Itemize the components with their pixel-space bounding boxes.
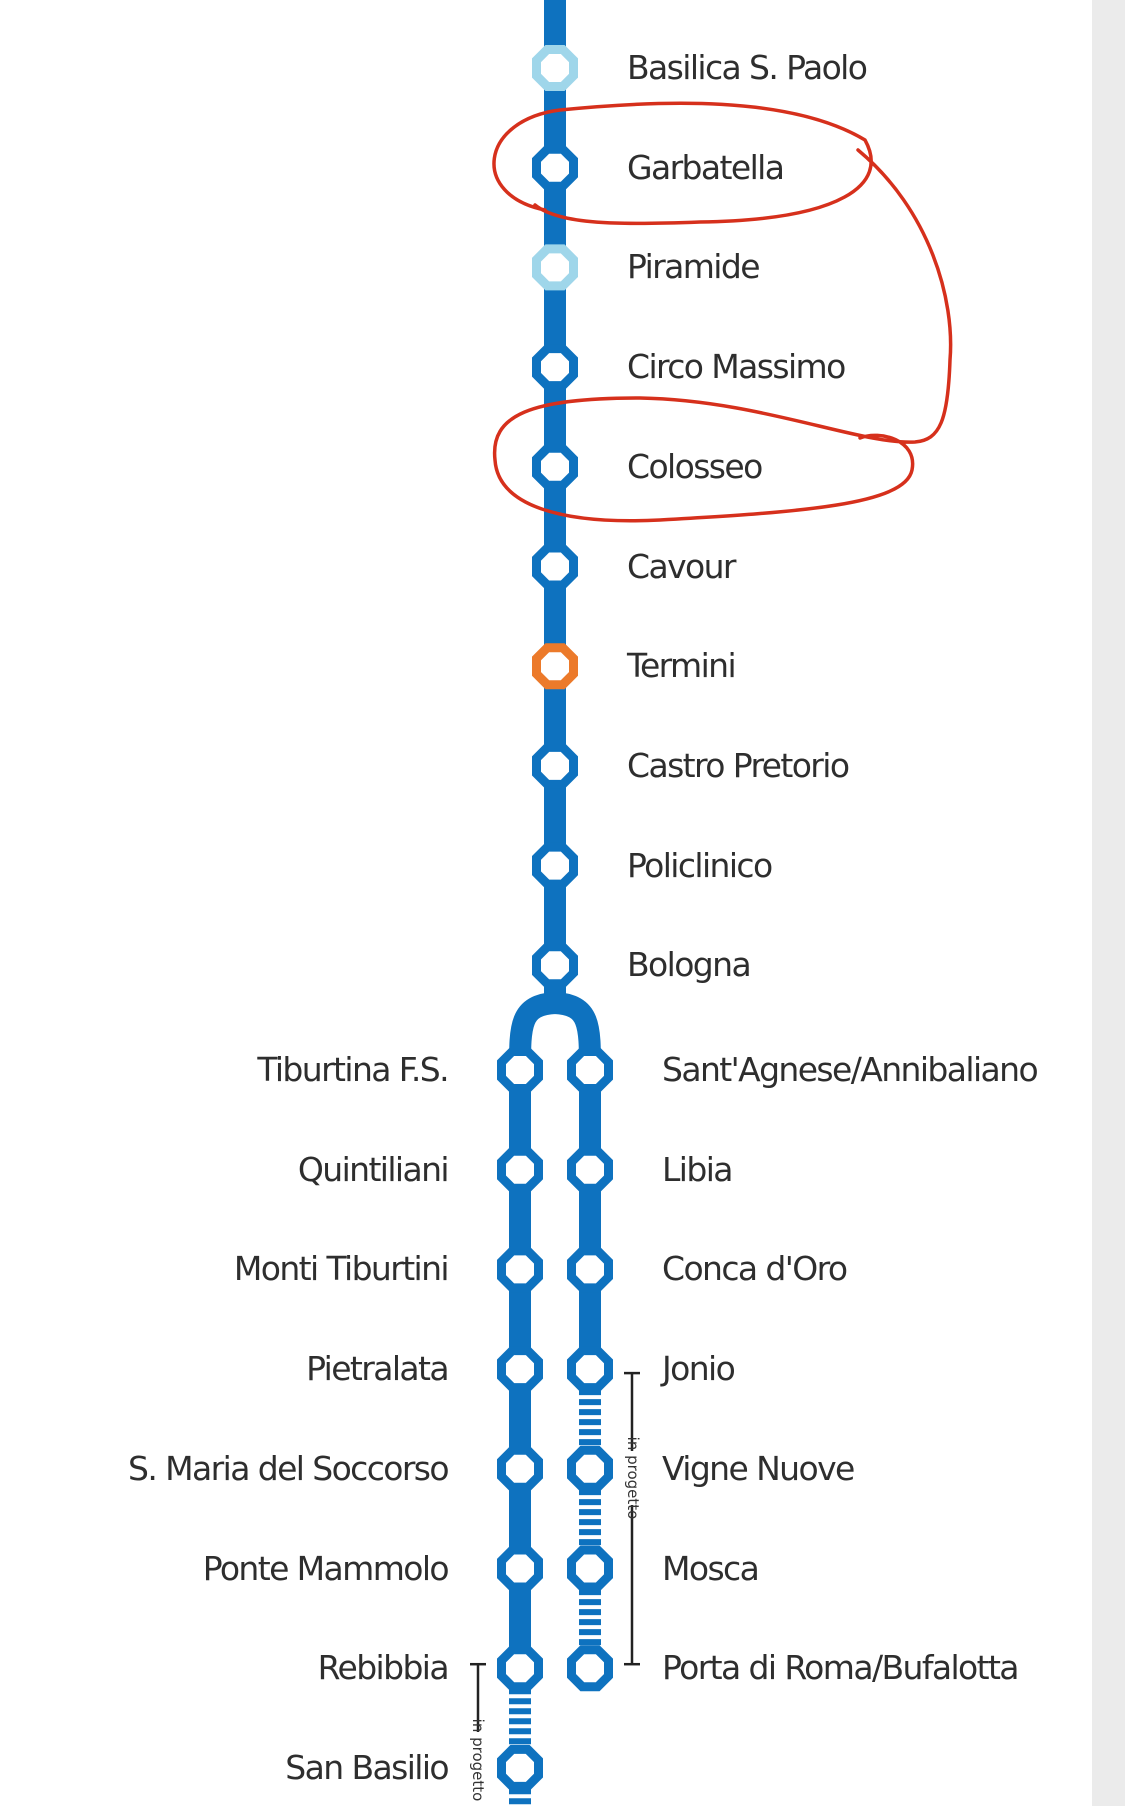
station-piramide-marker[interactable] bbox=[532, 244, 578, 291]
station-libia-marker[interactable] bbox=[567, 1146, 613, 1193]
station-monti-tiburtini-marker[interactable] bbox=[497, 1246, 543, 1293]
station-garbatella-label[interactable]: Garbatella bbox=[627, 147, 785, 187]
station-ponte-mammolo-label[interactable]: Ponte Mammolo bbox=[202, 1548, 450, 1588]
station-termini-marker[interactable] bbox=[532, 643, 578, 690]
hand-drawn-annotation bbox=[492, 101, 953, 523]
station-porta-di-roma-bufalotta-marker[interactable] bbox=[567, 1645, 613, 1692]
station-porta-di-roma-bufalotta-label[interactable]: Porta di Roma/Bufalotta bbox=[662, 1648, 1020, 1688]
station-bologna-marker[interactable] bbox=[532, 942, 578, 989]
station-garbatella-marker[interactable] bbox=[532, 144, 578, 191]
station-bologna-label[interactable]: Bologna bbox=[627, 945, 752, 985]
station-quintiliani-marker[interactable] bbox=[497, 1146, 543, 1193]
red-annotation-loop bbox=[492, 101, 953, 523]
station-termini-label[interactable]: Termini bbox=[627, 646, 737, 686]
station-tiburtina-f-s-marker[interactable] bbox=[497, 1047, 543, 1093]
station-jonio-marker[interactable] bbox=[567, 1346, 613, 1393]
station-conca-d-oro-label[interactable]: Conca d'Oro bbox=[662, 1249, 848, 1289]
construction-note-left: in progetto bbox=[469, 1719, 487, 1802]
station-ponte-mammolo-marker[interactable] bbox=[497, 1545, 543, 1592]
left-planned-bracket bbox=[470, 1662, 486, 1732]
station-pietralata-marker[interactable] bbox=[497, 1346, 543, 1393]
station-s-maria-del-soccorso-marker[interactable] bbox=[497, 1445, 543, 1492]
station-castro-pretorio-marker[interactable] bbox=[532, 742, 578, 789]
station-san-basilio-marker[interactable] bbox=[497, 1744, 543, 1791]
station-rebibbia-label[interactable]: Rebibbia bbox=[317, 1648, 450, 1688]
station-sant-agnese-annibaliano-marker[interactable] bbox=[567, 1047, 613, 1093]
construction-note-right: in progetto bbox=[624, 1437, 642, 1520]
station-piramide-label[interactable]: Piramide bbox=[627, 247, 761, 287]
right-planned-bracket bbox=[624, 1371, 640, 1666]
fork-track bbox=[509, 991, 601, 1071]
station-circo-massimo-label[interactable]: Circo Massimo bbox=[627, 347, 846, 387]
station-tiburtina-f-s-label[interactable]: Tiburtina F.S. bbox=[257, 1050, 449, 1089]
station-basilica-s-paolo-marker[interactable] bbox=[532, 45, 578, 91]
station-cavour-marker[interactable] bbox=[532, 543, 578, 590]
station-conca-d-oro-marker[interactable] bbox=[567, 1246, 613, 1293]
station-san-basilio-label[interactable]: San Basilio bbox=[285, 1747, 449, 1787]
station-basilica-s-paolo-label[interactable]: Basilica S. Paolo bbox=[627, 48, 868, 87]
station-cavour-label[interactable]: Cavour bbox=[627, 546, 736, 586]
station-libia-label[interactable]: Libia bbox=[662, 1149, 734, 1189]
station-layer bbox=[497, 45, 613, 1791]
station-castro-pretorio-label[interactable]: Castro Pretorio bbox=[627, 745, 850, 785]
station-colosseo-marker[interactable] bbox=[532, 443, 578, 490]
station-vigne-nuove-label[interactable]: Vigne Nuove bbox=[662, 1448, 855, 1488]
station-jonio-label[interactable]: Jonio bbox=[662, 1349, 736, 1389]
station-monti-tiburtini-label[interactable]: Monti Tiburtini bbox=[233, 1249, 450, 1289]
station-pietralata-label[interactable]: Pietralata bbox=[306, 1349, 450, 1389]
station-rebibbia-marker[interactable] bbox=[497, 1645, 543, 1692]
construction-note-layer: in progetto in progetto bbox=[469, 1437, 642, 1802]
station-vigne-nuove-marker[interactable] bbox=[567, 1445, 613, 1492]
station-sant-agnese-annibaliano-label[interactable]: Sant'Agnese/Annibaliano bbox=[662, 1050, 1039, 1089]
station-circo-massimo-marker[interactable] bbox=[532, 344, 578, 391]
station-policlinico-label[interactable]: Policlinico bbox=[627, 845, 773, 885]
station-policlinico-marker[interactable] bbox=[532, 842, 578, 889]
station-s-maria-del-soccorso-label[interactable]: S. Maria del Soccorso bbox=[128, 1448, 450, 1488]
station-mosca-label[interactable]: Mosca bbox=[662, 1548, 760, 1588]
station-quintiliani-label[interactable]: Quintiliani bbox=[297, 1149, 450, 1189]
station-mosca-marker[interactable] bbox=[567, 1545, 613, 1592]
station-colosseo-label[interactable]: Colosseo bbox=[627, 446, 763, 486]
